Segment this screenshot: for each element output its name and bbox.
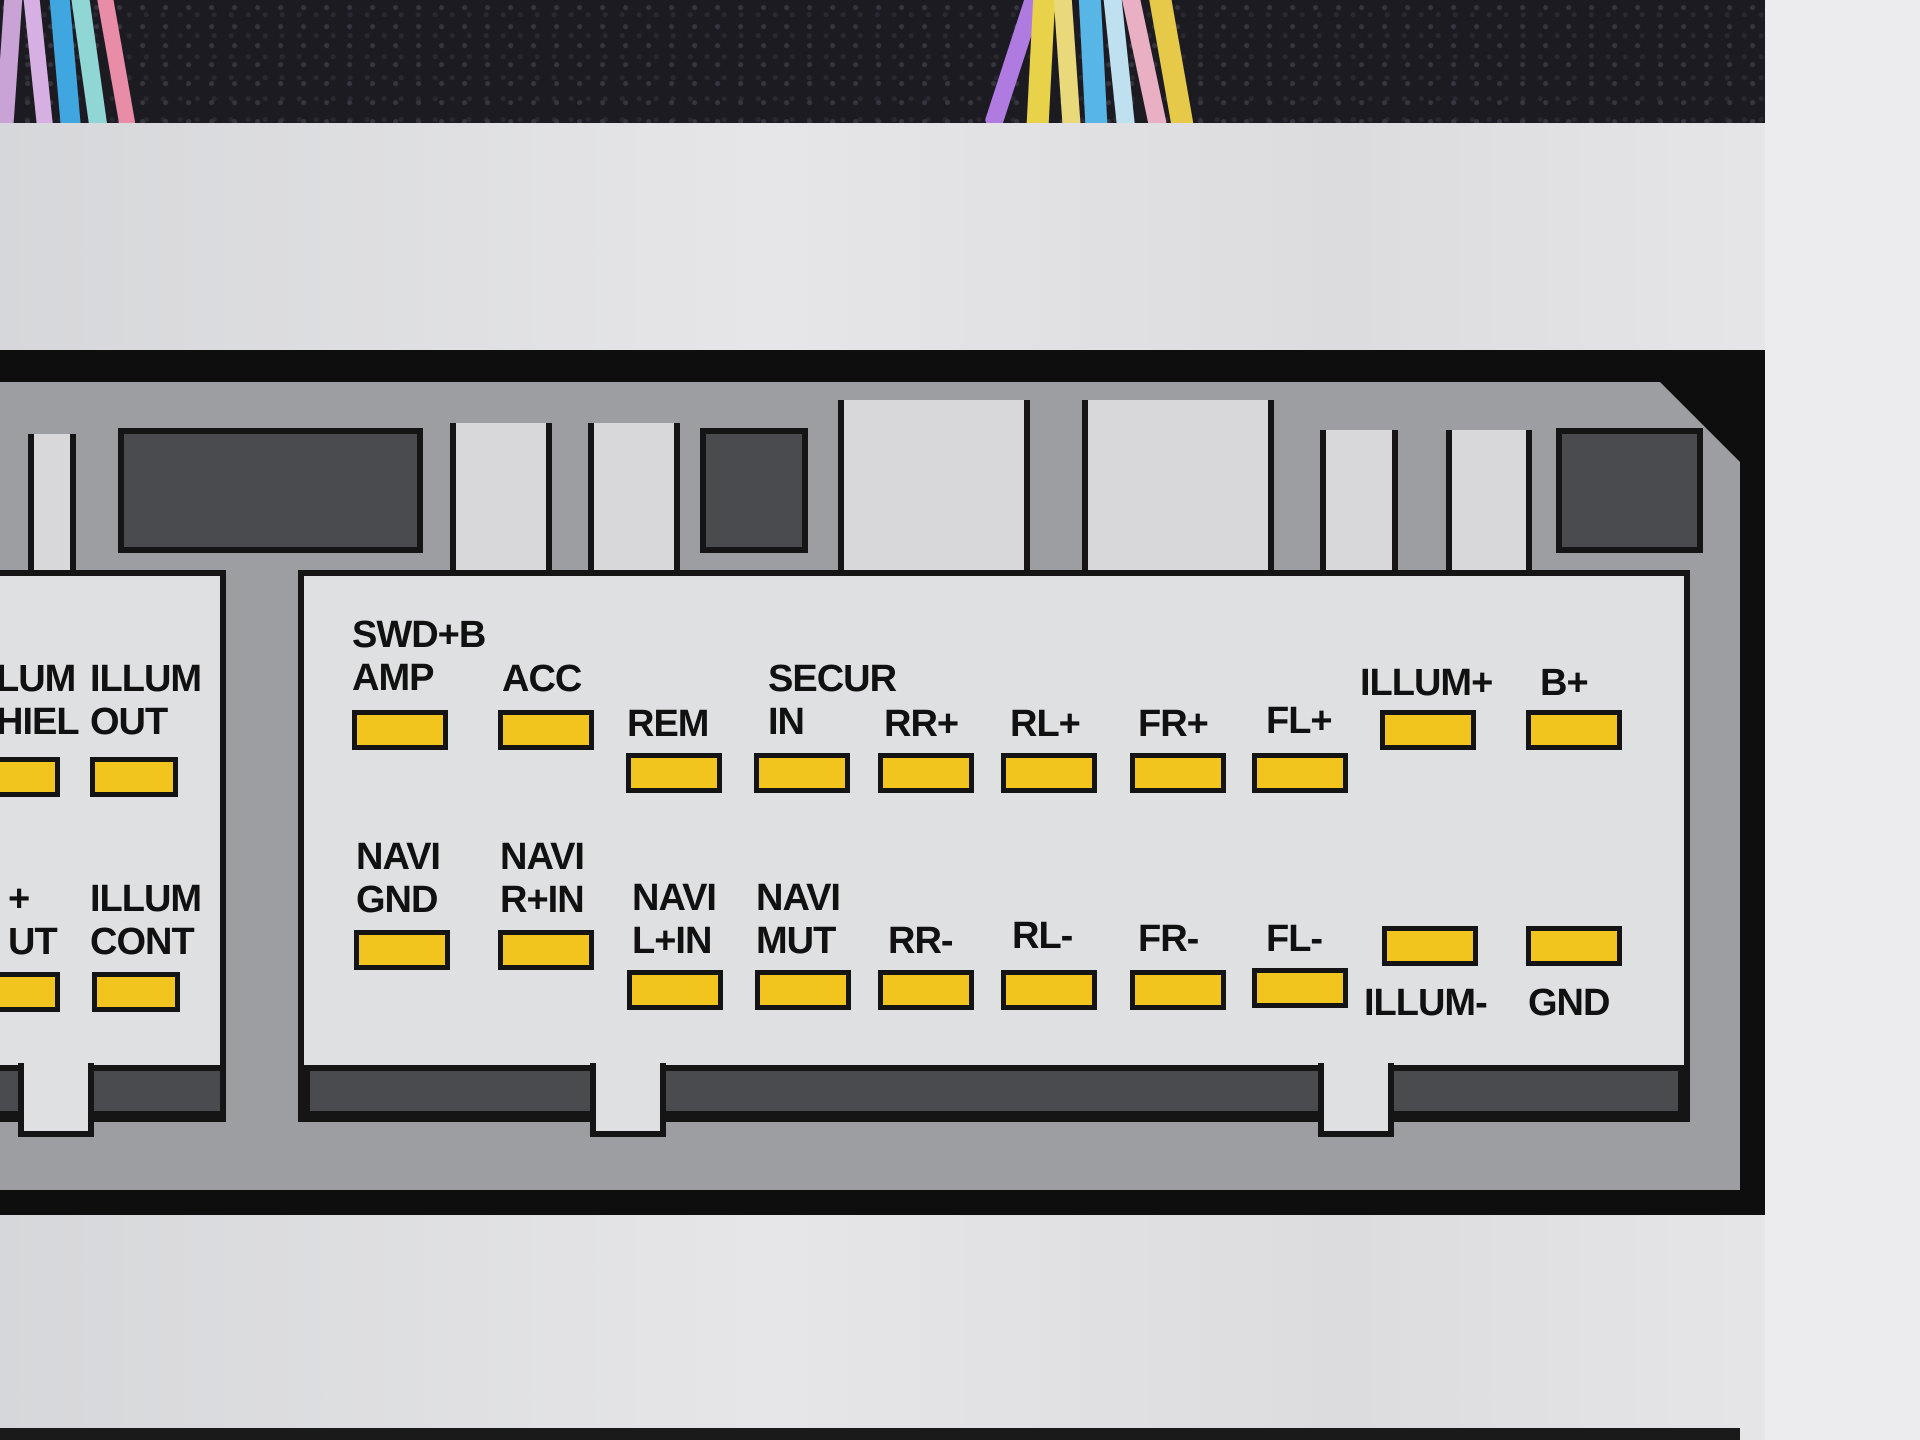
pin-label: NAVI MUT <box>756 877 841 962</box>
connector-pocket <box>1556 428 1703 553</box>
connector-pocket <box>700 428 808 553</box>
pin-label: REM <box>627 703 709 745</box>
pin-label: FR+ <box>1138 703 1209 745</box>
pin-terminal <box>1130 970 1226 1010</box>
pin-terminal <box>1130 753 1226 793</box>
pin-label: GND <box>1528 982 1610 1024</box>
pin-terminal <box>92 972 180 1012</box>
panel-tab <box>590 1063 666 1137</box>
connector-latch <box>450 423 552 589</box>
pin-label: ACC <box>502 658 582 700</box>
pin-terminal <box>627 970 723 1010</box>
pin-label: NAVI R+IN <box>500 836 585 921</box>
pin-terminal <box>1382 926 1478 966</box>
pin-terminal <box>498 930 594 970</box>
connector-latch <box>1082 400 1274 581</box>
pin-label: FL- <box>1266 918 1323 960</box>
page-margin <box>1765 0 1920 1440</box>
main-pin-panel <box>298 570 1690 1122</box>
pin-label: SECUR IN <box>768 658 897 743</box>
pin-label: LUM HIEL <box>0 658 80 743</box>
pin-terminal <box>354 930 450 970</box>
left-pin-panel <box>0 570 226 1122</box>
connector-latch <box>588 423 680 584</box>
connector-latch <box>838 400 1030 581</box>
pin-terminal <box>1001 970 1097 1010</box>
pin-terminal <box>0 972 60 1012</box>
pin-label: RL- <box>1012 915 1073 957</box>
pin-terminal <box>878 970 974 1010</box>
panel-tab <box>1318 1063 1394 1137</box>
pin-terminal <box>878 753 974 793</box>
pin-terminal <box>755 970 851 1010</box>
connector-latch <box>28 434 76 580</box>
pin-terminal <box>1380 710 1476 750</box>
pin-label: RL+ <box>1010 703 1081 745</box>
pin-terminal <box>1252 968 1348 1008</box>
pin-label: ILLUM+ <box>1360 662 1493 704</box>
panel-rail <box>304 1065 1684 1117</box>
pin-label: ILLUM OUT <box>90 658 202 743</box>
pin-terminal <box>754 753 850 793</box>
pin-label: + UT <box>8 878 58 963</box>
pin-terminal <box>498 710 594 750</box>
pin-label: RR+ <box>884 703 959 745</box>
pin-terminal <box>1001 753 1097 793</box>
pin-label: SWD+B AMP <box>352 614 486 699</box>
pin-label: ILLUM CONT <box>90 878 202 963</box>
pin-terminal <box>626 753 722 793</box>
pin-terminal <box>1526 926 1622 966</box>
pin-terminal <box>0 757 60 797</box>
pin-terminal <box>90 757 178 797</box>
pin-label: ILLUM- <box>1364 982 1488 1024</box>
pin-label: B+ <box>1540 662 1589 704</box>
pin-label: RR- <box>888 920 954 962</box>
page-divider <box>0 1428 1740 1440</box>
connector-pocket <box>118 428 423 553</box>
pin-label: FL+ <box>1266 700 1333 742</box>
connector-latch <box>1320 430 1398 581</box>
pin-terminal <box>1252 753 1348 793</box>
panel-tab <box>18 1063 94 1137</box>
pin-label: NAVI L+IN <box>632 877 717 962</box>
pin-terminal <box>352 710 448 750</box>
wire-photo <box>0 0 1765 123</box>
pin-label: FR- <box>1138 918 1199 960</box>
connector-latch <box>1446 430 1532 581</box>
pin-label: NAVI GND <box>356 836 441 921</box>
pin-terminal <box>1526 710 1622 750</box>
